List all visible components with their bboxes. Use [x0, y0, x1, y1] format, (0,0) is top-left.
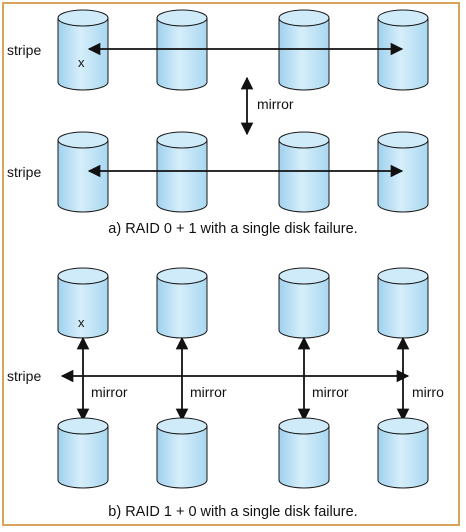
disk-b-top-1 — [57, 267, 109, 339]
disk-a-top-1 — [57, 9, 109, 91]
disk-b-bottom-1 — [57, 417, 109, 489]
stripe-label-a-top: stripe — [7, 42, 41, 58]
caption-b: b) RAID 1 + 0 with a single disk failure… — [108, 504, 357, 520]
disk-a-top-3 — [278, 9, 330, 91]
disk-b-bottom-4 — [377, 417, 429, 489]
disk-a-top-2 — [156, 9, 208, 91]
disk-b-top-4 — [377, 267, 429, 339]
mirror-label-b-3: mirror — [312, 384, 349, 400]
mirror-label-a: mirror — [257, 96, 294, 112]
disk-b-top-3 — [278, 267, 330, 339]
disk-a-bottom-3 — [278, 131, 330, 213]
stripe-label-b: stripe — [7, 368, 41, 384]
disk-a-bottom-2 — [156, 131, 208, 213]
caption-a: a) RAID 0 + 1 with a single disk failure… — [108, 221, 357, 237]
mirror-label-b-2: mirror — [190, 384, 227, 400]
disk-a-top-4 — [377, 9, 429, 91]
mirror-label-b-4: mirro — [412, 384, 444, 400]
stripe-label-a-bottom: stripe — [7, 164, 41, 180]
disk-b-bottom-2 — [156, 417, 208, 489]
disk-a-bottom-4 — [377, 131, 429, 213]
disk-b-top-2 — [156, 267, 208, 339]
failed-disk-marker-b: x — [78, 315, 85, 330]
failed-disk-marker-a: x — [78, 55, 85, 70]
disk-b-bottom-3 — [278, 417, 330, 489]
mirror-label-b-1: mirror — [91, 384, 128, 400]
disk-a-bottom-1 — [57, 131, 109, 213]
